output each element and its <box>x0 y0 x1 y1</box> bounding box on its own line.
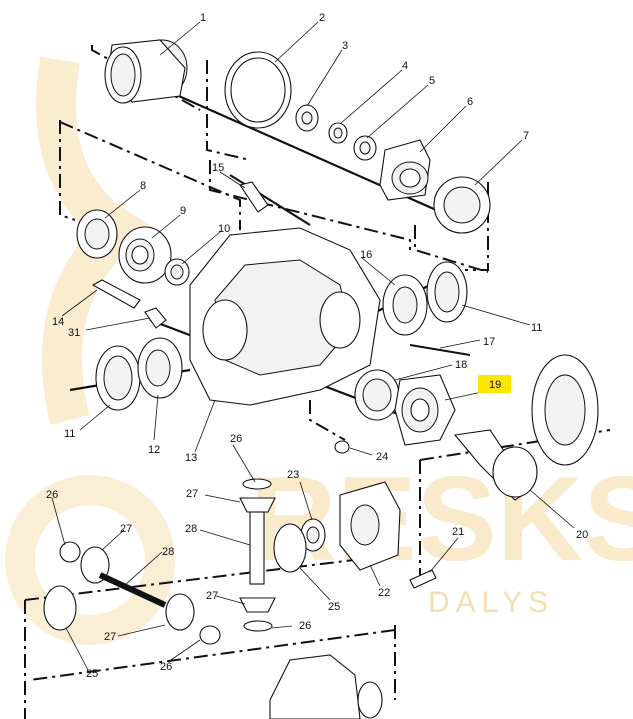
part-23-washer <box>300 518 326 552</box>
label-15: 15 <box>212 162 224 174</box>
part-22-diff-case <box>339 481 401 571</box>
diff-gear-set-left <box>43 541 221 645</box>
label-27-left: 27 <box>120 523 132 535</box>
label-12: 12 <box>148 444 160 456</box>
label-2: 2 <box>319 12 325 24</box>
part-8-seal <box>76 209 118 259</box>
label-26-left: 26 <box>46 489 58 501</box>
part-9-bearing <box>118 226 172 284</box>
label-8: 8 <box>140 180 146 192</box>
part-18-shim <box>354 369 400 421</box>
part-6-flange <box>379 139 431 201</box>
label-7: 7 <box>523 130 529 142</box>
part-11-right-bearing-race <box>426 261 468 323</box>
part-1-sleeve <box>104 39 188 104</box>
watermark-sub: DALYS <box>428 586 554 619</box>
part-10-ring <box>164 258 190 286</box>
part-24-plug <box>334 440 350 454</box>
label-26-top: 26 <box>230 433 242 445</box>
part-15-bolt <box>239 181 269 213</box>
diff-gear-set-center <box>239 478 307 632</box>
label-1: 1 <box>200 12 206 24</box>
label-25-center: 25 <box>328 601 340 613</box>
label-11-right: 11 <box>531 322 542 334</box>
label-14: 14 <box>52 316 64 328</box>
label-28-left: 28 <box>162 546 174 558</box>
part-4-nut <box>328 122 348 144</box>
part-lower-housing <box>269 654 383 719</box>
label-26-lower-left: 26 <box>160 661 172 673</box>
label-6: 6 <box>467 96 473 108</box>
label-27-bottom: 27 <box>206 590 218 602</box>
label-19: 19 <box>489 379 501 391</box>
part-11-left-bearing-race <box>95 345 141 411</box>
label-9: 9 <box>180 205 186 217</box>
label-26-bottom: 26 <box>299 620 311 632</box>
part-31-sleeve <box>144 307 167 329</box>
part-17-pin <box>409 344 471 356</box>
label-28-center: 28 <box>185 523 197 535</box>
label-20: 20 <box>576 529 588 541</box>
label-25-left: 25 <box>86 668 98 680</box>
part-12-bearing <box>137 337 183 399</box>
label-31: 31 <box>68 327 80 339</box>
part-2-ring <box>224 51 292 129</box>
label-24: 24 <box>376 451 388 463</box>
label-16: 16 <box>360 249 372 261</box>
label-27-top: 27 <box>186 488 198 500</box>
label-27-lower-left: 27 <box>104 631 116 643</box>
label-3: 3 <box>342 40 348 52</box>
part-19-bearing <box>394 374 456 446</box>
label-10: 10 <box>218 223 230 235</box>
label-11-left: 11 <box>64 428 75 440</box>
part-7-seal <box>433 176 491 234</box>
part-5-washer <box>353 135 377 161</box>
label-17: 17 <box>483 336 495 348</box>
label-5: 5 <box>429 75 435 87</box>
leader-lines <box>51 21 575 671</box>
label-22: 22 <box>378 587 390 599</box>
label-21: 21 <box>452 526 464 538</box>
watermark-brand: RESKSA <box>250 452 633 586</box>
label-13: 13 <box>185 452 197 464</box>
group-dash-lines <box>24 45 611 719</box>
watermark: RESKSA DALYS <box>5 56 633 645</box>
label-4: 4 <box>402 60 408 72</box>
part-labels: 1 2 3 4 5 6 7 8 9 10 15 14 31 16 11 17 1… <box>46 12 588 680</box>
part-13-housing <box>189 227 381 406</box>
part-21-pin <box>409 569 437 589</box>
highlight-box-19 <box>478 375 511 393</box>
part-16-bearing <box>382 274 428 336</box>
label-18: 18 <box>455 359 467 371</box>
part-3-nut <box>295 104 319 132</box>
label-23: 23 <box>287 469 299 481</box>
part-14-bolt <box>91 279 141 309</box>
